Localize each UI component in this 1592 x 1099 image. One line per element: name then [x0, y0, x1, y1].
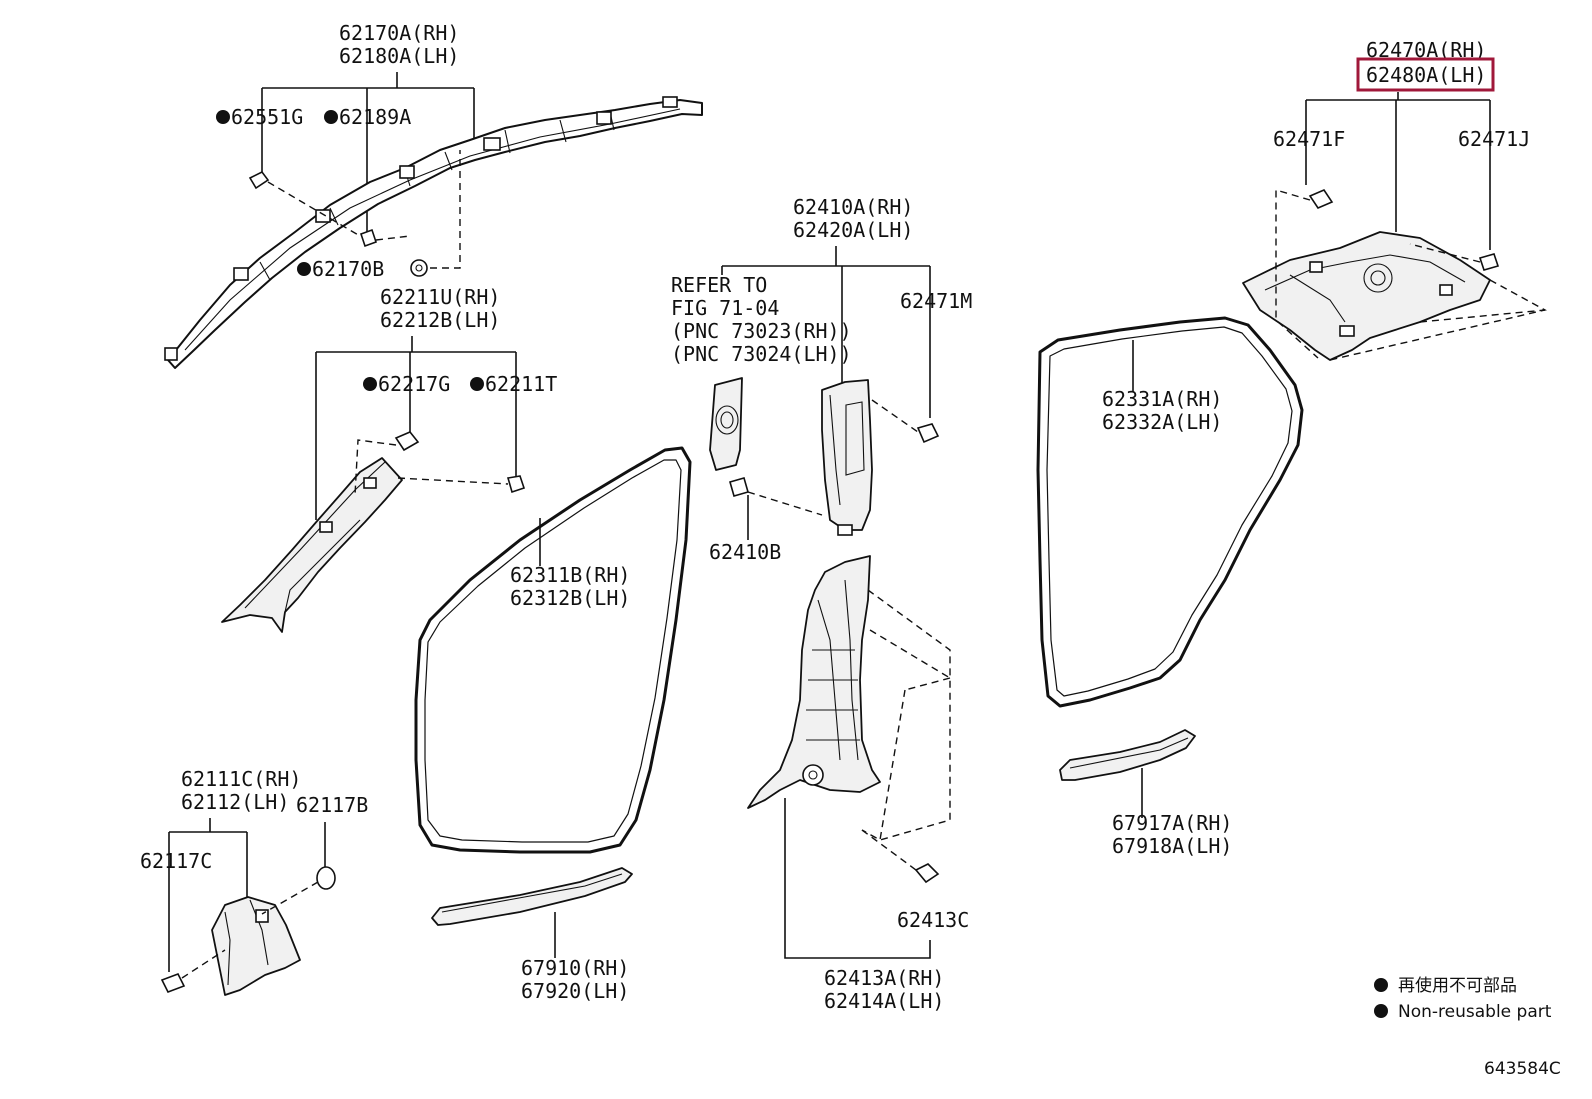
front-door-weatherstrip[interactable] — [414, 446, 692, 854]
label-62410B[interactable]: 62410B — [709, 540, 781, 564]
label-62413A-rh[interactable]: 62413A(RH) — [824, 966, 944, 990]
label-62551G[interactable]: 62551G — [231, 105, 303, 129]
label-62480A-lh[interactable]: 62480A(LH) — [1366, 63, 1486, 87]
center-pillar-lower-garnish[interactable] — [747, 555, 881, 809]
group-62410A: 62410A(RH) 62420A(LH) REFER TO FIG 71-04… — [671, 195, 972, 564]
label-62211U-rh[interactable]: 62211U(RH) — [380, 285, 500, 309]
clip-62217G[interactable] — [394, 431, 420, 452]
label-62117B[interactable]: 62117B — [296, 793, 368, 817]
label-62332A-lh[interactable]: 62332A(LH) — [1102, 410, 1222, 434]
clip-62117C[interactable] — [160, 972, 186, 994]
legend-dot — [1374, 1004, 1388, 1018]
clip-62471J[interactable] — [1478, 253, 1500, 271]
label-67918A-lh[interactable]: 67918A(LH) — [1112, 834, 1232, 858]
clip-62117B[interactable] — [316, 866, 336, 890]
clip-62170B[interactable] — [410, 259, 428, 277]
clip-62471M[interactable] — [916, 423, 940, 444]
group-62413A: 62413C 62413A(RH) 62414A(LH) — [747, 555, 969, 1013]
label-67917A-rh[interactable]: 67917A(RH) — [1112, 811, 1232, 835]
clip-62471F[interactable] — [1308, 189, 1334, 209]
nonreusable-dot — [297, 262, 311, 276]
cowl-side-trim[interactable] — [211, 896, 301, 996]
legend-dot — [1374, 978, 1388, 992]
label-62471F[interactable]: 62471F — [1273, 127, 1345, 151]
clip-62211T[interactable] — [506, 475, 526, 494]
roof-side-rail-part[interactable] — [167, 99, 703, 369]
label-62111C-rh[interactable]: 62111C(RH) — [181, 767, 301, 791]
label-62471J[interactable]: 62471J — [1458, 127, 1530, 151]
legend-en: Non-reusable part — [1398, 1002, 1552, 1022]
label-62170B[interactable]: 62170B — [312, 257, 384, 281]
label-62471M[interactable]: 62471M — [900, 289, 972, 313]
group-62311B: 62311B(RH) 62312B(LH) 67910(RH) 67920(LH… — [414, 446, 692, 1003]
nonreusable-dot — [470, 377, 484, 391]
clip-62410B[interactable] — [729, 477, 749, 497]
seat-belt-anchor-part[interactable] — [709, 377, 743, 471]
label-62413C[interactable]: 62413C — [897, 908, 969, 932]
label-62180A-lh[interactable]: 62180A(LH) — [339, 44, 459, 68]
nonreusable-dot — [216, 110, 230, 124]
clip-62189A[interactable] — [359, 228, 378, 248]
label-62414A-lh[interactable]: 62414A(LH) — [824, 989, 944, 1013]
front-scuff-plate[interactable] — [431, 867, 633, 926]
nonreusable-dot — [363, 377, 377, 391]
legend: 再使用不可部品 Non-reusable part — [1374, 975, 1552, 1022]
refer-line-4[interactable]: (PNC 73024(LH)) — [671, 342, 852, 366]
label-62311B-rh[interactable]: 62311B(RH) — [510, 563, 630, 587]
label-62112-lh[interactable]: 62112(LH) — [181, 790, 289, 814]
label-67910-rh[interactable]: 67910(RH) — [521, 956, 629, 980]
group-62170A: 62170A(RH) 62180A(LH) 62551G 62189A 6217… — [164, 21, 703, 369]
rear-door-weatherstrip[interactable] — [1036, 316, 1304, 708]
label-62117C[interactable]: 62117C — [140, 849, 212, 873]
label-62170A-rh[interactable]: 62170A(RH) — [339, 21, 459, 45]
label-62189A[interactable]: 62189A — [339, 105, 411, 129]
label-62217G[interactable]: 62217G — [378, 372, 450, 396]
label-62312B-lh[interactable]: 62312B(LH) — [510, 586, 630, 610]
refer-line-2[interactable]: FIG 71-04 — [671, 296, 779, 320]
group-62211U: 62211U(RH) 62212B(LH) 62217G 62211T — [221, 285, 557, 633]
label-62410A-rh[interactable]: 62410A(RH) — [793, 195, 913, 219]
group-62111C: 62111C(RH) 62112(LH) 62117B 62117C — [140, 767, 368, 996]
label-62211T[interactable]: 62211T — [485, 372, 557, 396]
roof-side-inner-garnish[interactable] — [1242, 231, 1491, 361]
group-62331A: 62331A(RH) 62332A(LH) 67917A(RH) 67918A(… — [1036, 316, 1304, 858]
highlight-box — [1356, 57, 1495, 92]
refer-line-1[interactable]: REFER TO — [671, 273, 767, 297]
front-pillar-garnish[interactable] — [221, 457, 403, 633]
nonreusable-dot — [324, 110, 338, 124]
figure-code: 643584C — [1484, 1059, 1561, 1079]
label-62331A-rh[interactable]: 62331A(RH) — [1102, 387, 1222, 411]
label-62212B-lh[interactable]: 62212B(LH) — [380, 308, 500, 332]
clip-62551G[interactable] — [248, 170, 270, 190]
clip-62413C[interactable] — [914, 863, 940, 884]
center-pillar-upper-garnish[interactable] — [821, 379, 873, 531]
group-62470A: 62470A(RH) 62480A(LH) 62471F 62471J — [1242, 38, 1547, 361]
legend-jp: 再使用不可部品 — [1398, 975, 1517, 996]
rear-scuff-plate[interactable] — [1059, 729, 1196, 781]
label-62420A-lh[interactable]: 62420A(LH) — [793, 218, 913, 242]
label-67920-lh[interactable]: 67920(LH) — [521, 979, 629, 1003]
refer-line-3[interactable]: (PNC 73023(RH)) — [671, 319, 852, 343]
